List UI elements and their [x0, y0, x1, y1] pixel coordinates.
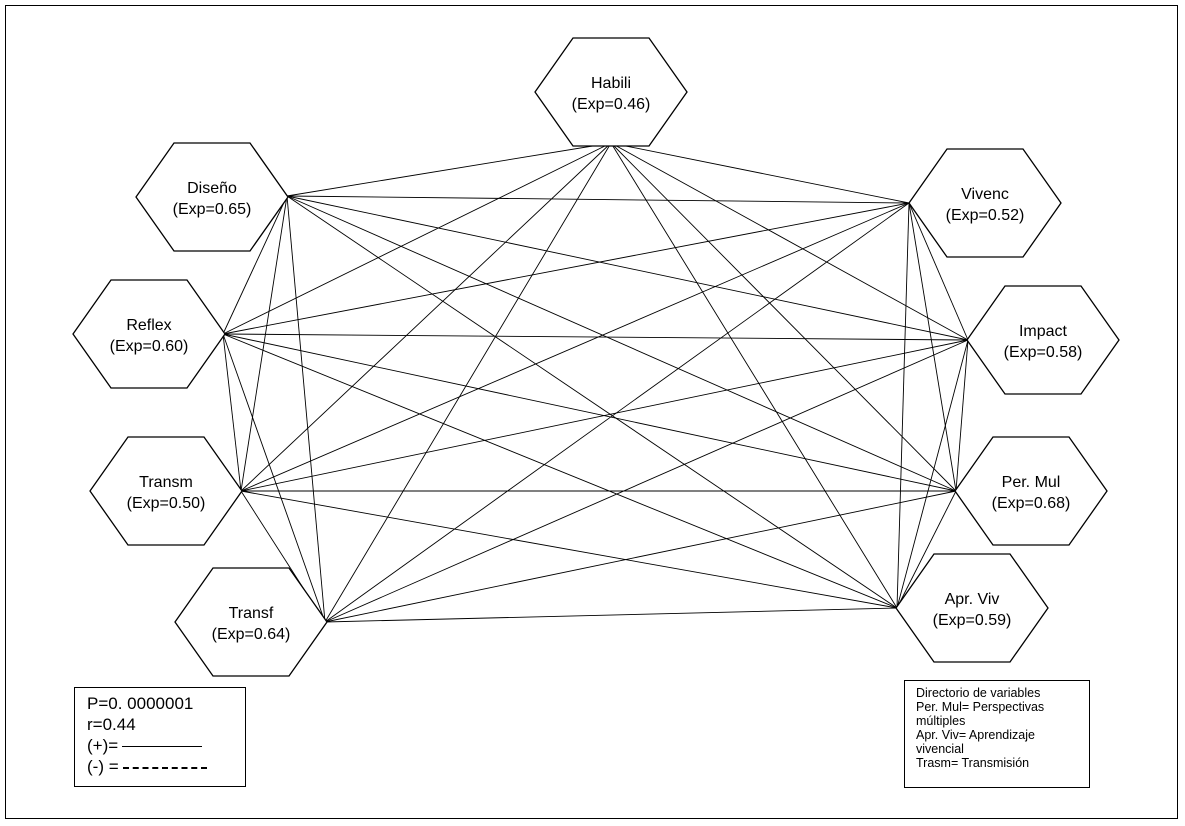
directory-entry-trasm: Trasm= Transmisión [916, 756, 1030, 770]
edge-reflex-permul [222, 333, 957, 492]
node-transm: Transm (Exp=0.50) [89, 436, 243, 546]
node-name-habili: Habili [591, 75, 631, 92]
node-vivenc: Vivenc (Exp=0.52) [908, 148, 1062, 258]
node-exp-permul: (Exp=0.68) [992, 495, 1071, 512]
node-diseno: Diseño (Exp=0.65) [135, 142, 289, 252]
edge-transm-impact [240, 339, 969, 492]
edge-habili-reflex [222, 142, 612, 335]
node-hexagon-reflex [72, 279, 226, 389]
node-hexagon-habili [534, 37, 688, 147]
node-exp-transf: (Exp=0.64) [212, 626, 291, 643]
edge-transm-aprviv [240, 490, 898, 609]
node-exp-diseno: (Exp=0.65) [173, 201, 252, 218]
edge-vivenc-permul [908, 202, 957, 492]
node-name-impact: Impact [1019, 323, 1068, 340]
node-exp-vivenc: (Exp=0.52) [946, 207, 1025, 224]
node-hexagon-permul [954, 436, 1108, 546]
edge-diseno-reflex [222, 195, 288, 335]
edges-layer [222, 142, 969, 623]
solid-line-sample [122, 746, 203, 748]
negative-legend: (-) = [87, 756, 245, 777]
node-exp-reflex: (Exp=0.60) [110, 338, 189, 355]
node-hexagon-transm [89, 436, 243, 546]
edge-reflex-aprviv [222, 333, 898, 609]
node-name-diseno: Diseño [187, 180, 237, 197]
edge-diseno-vivenc [286, 195, 910, 204]
variable-directory-box: Directorio de variables Per. Mul= Perspe… [904, 680, 1090, 788]
edge-impact-aprviv [896, 339, 969, 609]
node-hexagon-transf [174, 567, 328, 677]
edge-habili-transf [324, 142, 612, 623]
edge-diseno-transf [286, 195, 326, 623]
edge-impact-permul [955, 339, 969, 492]
edge-transf-vivenc [324, 202, 910, 623]
edge-diseno-impact [286, 195, 969, 341]
node-impact: Impact (Exp=0.58) [966, 285, 1120, 395]
edge-vivenc-aprviv [896, 202, 910, 609]
edge-habili-transm [240, 142, 612, 492]
edge-permul-aprviv [896, 490, 957, 609]
node-exp-transm: (Exp=0.50) [127, 495, 206, 512]
node-hexagon-diseno [135, 142, 289, 252]
node-name-reflex: Reflex [126, 317, 171, 334]
p-value: P=0. 0000001 [87, 694, 194, 713]
edge-diseno-transm [240, 195, 288, 492]
nodes-layer: Habili (Exp=0.46) Diseño (Exp=0.65) Reflex (E… [72, 37, 1120, 677]
node-habili: Habili (Exp=0.46) [534, 37, 688, 147]
edge-habili-impact [610, 142, 969, 341]
edge-reflex-vivenc [222, 202, 910, 335]
edge-transf-impact [324, 339, 969, 623]
edge-habili-vivenc [610, 142, 910, 204]
directory-entry-permul: Per. Mul= Perspectivas múltiples [916, 700, 1045, 728]
node-name-transm: Transm [139, 474, 193, 491]
dashed-line-sample [122, 766, 207, 769]
node-permul: Per. Mul (Exp=0.68) [954, 436, 1108, 546]
positive-legend: (+)= [87, 735, 245, 756]
figure-frame [5, 5, 1178, 819]
node-exp-impact: (Exp=0.58) [1004, 344, 1083, 361]
node-exp-aprviv: (Exp=0.59) [933, 612, 1012, 629]
edge-habili-aprviv [610, 142, 898, 609]
node-name-transf: Transf [229, 605, 274, 622]
r-value: r=0.44 [87, 715, 136, 734]
directory-title: Directorio de variables [916, 686, 1041, 700]
node-hexagon-aprviv [895, 553, 1049, 663]
stats-legend-box: P=0. 0000001 r=0.44 (+)= (-) = [74, 687, 246, 787]
edge-transm-vivenc [240, 202, 910, 492]
node-reflex: Reflex (Exp=0.60) [72, 279, 226, 389]
edge-reflex-transf [222, 333, 326, 623]
node-exp-habili: (Exp=0.46) [572, 96, 651, 113]
node-hexagon-impact [966, 285, 1120, 395]
edge-reflex-impact [222, 333, 969, 341]
edge-diseno-aprviv [286, 195, 898, 609]
edge-habili-permul [610, 142, 957, 492]
edge-transf-aprviv [324, 607, 898, 623]
node-aprviv: Apr. Viv (Exp=0.59) [895, 553, 1049, 663]
edge-transf-permul [324, 490, 957, 623]
node-name-vivenc: Vivenc [961, 186, 1009, 203]
node-name-permul: Per. Mul [1002, 474, 1061, 491]
edge-reflex-transm [222, 333, 242, 492]
node-name-aprviv: Apr. Viv [945, 591, 1000, 608]
edge-vivenc-impact [908, 202, 969, 341]
node-hexagon-vivenc [908, 148, 1062, 258]
edge-habili-diseno [286, 142, 612, 197]
directory-entry-aprviv: Apr. Viv= Aprendizaje vivencial [916, 728, 1035, 756]
node-transf: Transf (Exp=0.64) [174, 567, 328, 677]
negative-legend-label: (-) = [87, 757, 119, 776]
edge-diseno-permul [286, 195, 957, 492]
positive-legend-label: (+)= [87, 736, 119, 755]
